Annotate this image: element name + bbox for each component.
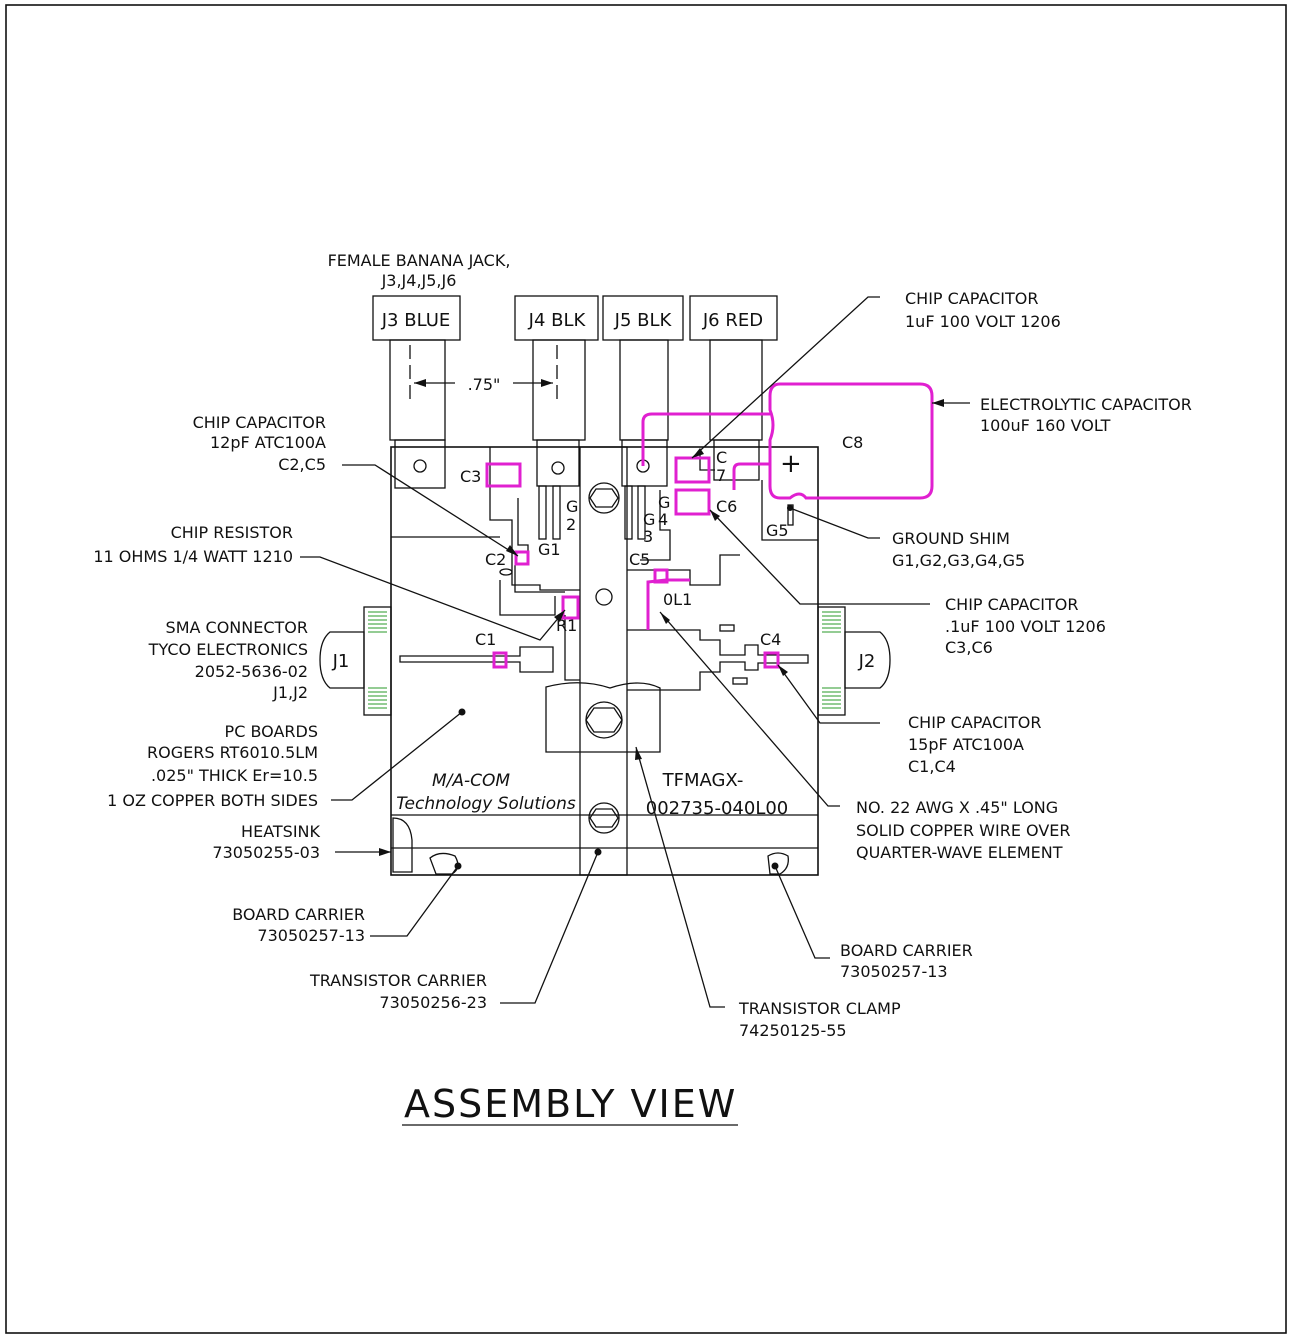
callout-clamp-2: 74250125-55 [739, 1021, 847, 1040]
pcb-traces-left [399, 447, 580, 681]
ground-shims [538, 485, 794, 540]
sma-connector-j1 [319, 606, 392, 716]
ref-g3a: G [643, 510, 655, 529]
callout-cap01-2: .1uF 100 VOLT 1206 [945, 617, 1106, 636]
wire-l1 [646, 578, 690, 630]
banana-jack-j3 [372, 295, 461, 489]
callout-pcb-3: .025" THICK Er=10.5 [151, 766, 318, 785]
drawing-title: ASSEMBLY VIEW [404, 1082, 737, 1126]
callout-banana-1: FEMALE BANANA JACK, [328, 251, 511, 270]
cap-lead [641, 412, 770, 466]
logo-line1: M/A-COM [432, 771, 510, 791]
callout-heatsink-2: 73050255-03 [212, 843, 320, 862]
label-j6: J6 RED [702, 310, 763, 331]
callout-tc-2: 73050256-23 [379, 993, 487, 1012]
callout-res-2: 11 OHMS 1/4 WATT 1210 [93, 547, 293, 566]
cap-c1 [492, 651, 508, 669]
ref-g4b: 4 [658, 510, 668, 529]
electrolytic-capacitor-c8 [768, 382, 934, 500]
banana-jack-j6 [689, 295, 778, 481]
callout-cap15-2: 15pF ATC100A [908, 735, 1024, 754]
ref-r1: R1 [556, 616, 577, 635]
part-number-line1: TFMAGX- [662, 770, 744, 791]
callout-cap01-1: CHIP CAPACITOR [945, 595, 1078, 614]
callout-shim-1: GROUND SHIM [892, 529, 1010, 548]
callout-heatsink-1: HEATSINK [241, 822, 320, 841]
ref-g3b: 3 [643, 527, 653, 546]
ref-c4: C4 [760, 630, 781, 649]
callout-pcb-2: ROGERS RT6010.5LM [147, 743, 318, 762]
callout-sma-4: J1,J2 [272, 683, 308, 702]
callout-wire-3: QUARTER-WAVE ELEMENT [856, 843, 1063, 862]
label-j2: J2 [858, 651, 876, 672]
cap-c6 [674, 488, 711, 516]
callout-pcb-4: 1 OZ COPPER BOTH SIDES [107, 791, 318, 810]
ref-g4a: G [658, 493, 670, 512]
ref-g2b: 2 [566, 515, 576, 534]
callout-cap1u-1: CHIP CAPACITOR [905, 289, 1038, 308]
callout-bcr-1: BOARD CARRIER [840, 941, 973, 960]
callout-clamp-1: TRANSISTOR CLAMP [738, 999, 901, 1018]
cap-lead-2 [732, 462, 770, 490]
drawing-frame [5, 4, 1287, 1334]
callout-elec-2: 100uF 160 VOLT [980, 416, 1111, 435]
cap-c4 [763, 651, 780, 669]
callout-pcb-1: PC BOARDS [225, 722, 318, 741]
label-j3: J3 BLUE [381, 310, 451, 331]
label-j5: J5 BLK [614, 310, 673, 331]
callout-cap1u-2: 1uF 100 VOLT 1206 [905, 312, 1061, 331]
ref-c7b: 7 [716, 466, 726, 485]
callout-cap12-2: 12pF ATC100A [210, 433, 326, 452]
callout-bcr-2: 73050257-13 [840, 962, 948, 981]
leader-lines [300, 296, 970, 1008]
ref-c5: C5 [629, 550, 650, 569]
callout-sma-1: SMA CONNECTOR [166, 618, 308, 637]
polarity-plus: + [780, 449, 802, 479]
ref-g1: G1 [538, 540, 561, 559]
ref-c3: C3 [460, 467, 481, 486]
callout-bcl-2: 73050257-13 [257, 926, 365, 945]
callout-sma-3: 2052-5636-02 [195, 662, 308, 681]
callout-cap15-3: C1,C4 [908, 757, 956, 776]
callout-wire-2: SOLID COPPER WIRE OVER [856, 821, 1071, 840]
transistor-carrier [579, 446, 628, 876]
callout-cap12-1: CHIP CAPACITOR [193, 413, 326, 432]
callout-cap15-1: CHIP CAPACITOR [908, 713, 1041, 732]
callout-wire-1: NO. 22 AWG X .45" LONG [856, 798, 1058, 817]
magenta-components [485, 382, 934, 669]
dimension-label: .75" [468, 375, 501, 394]
ref-c8: C8 [842, 433, 863, 452]
ref-g2a: G [566, 497, 578, 516]
callout-res-1: CHIP RESISTOR [171, 523, 293, 542]
callout-banana-2: J3,J4,J5,J6 [381, 271, 457, 290]
callout-bcl-1: BOARD CARRIER [232, 905, 365, 924]
label-j4: J4 BLK [528, 310, 587, 331]
ref-c2: C2 [485, 550, 506, 569]
ref-g5: G5 [766, 521, 789, 540]
ref-c7a: C [716, 448, 727, 467]
callout-shim-2: G1,G2,G3,G4,G5 [892, 551, 1025, 570]
sma-connector-j2 [817, 606, 891, 716]
pcb-traces-right [627, 450, 818, 691]
callout-elec-1: ELECTROLYTIC CAPACITOR [980, 395, 1192, 414]
callout-cap01-3: C3,C6 [945, 638, 993, 657]
ref-c6: C6 [716, 497, 737, 516]
ref-l1: 0L1 [663, 590, 692, 609]
label-j1: J1 [332, 651, 350, 672]
cap-c2 [514, 550, 530, 566]
cap-c3 [485, 462, 522, 488]
transistor-clamp [545, 682, 661, 753]
resistor-r1 [561, 595, 580, 620]
ref-c1: C1 [475, 630, 496, 649]
part-number-line2: 002735-040L00 [646, 798, 789, 819]
callout-tc-1: TRANSISTOR CARRIER [309, 971, 487, 990]
callout-sma-2: TYCO ELECTRONICS [148, 640, 308, 659]
callout-cap12-3: C2,C5 [278, 455, 326, 474]
dimension-075 [414, 379, 553, 387]
logo-line2: Technology Solutions [396, 794, 576, 814]
